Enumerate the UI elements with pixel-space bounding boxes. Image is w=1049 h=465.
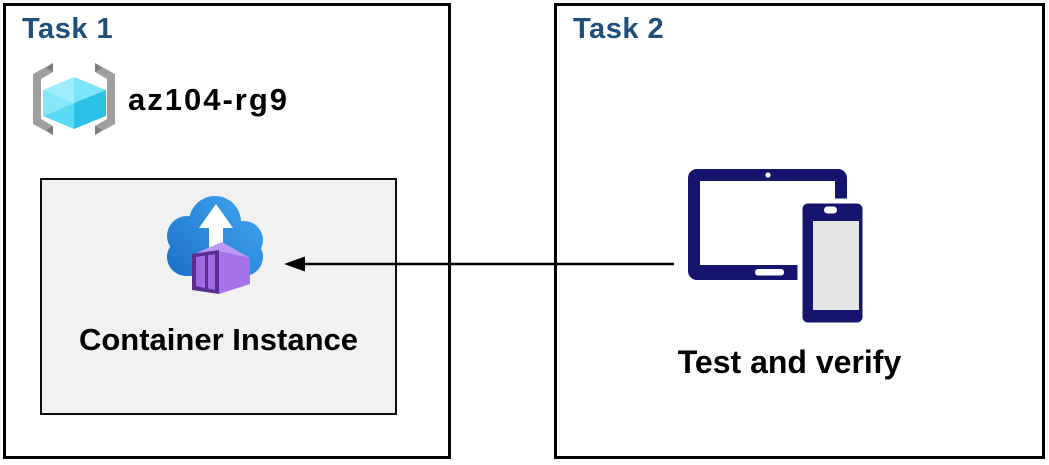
resource-group-cube — [43, 77, 106, 129]
task2-box: Task 2 Test and verify — [554, 3, 1045, 459]
phone-icon — [797, 198, 868, 328]
container-instance-icon — [167, 196, 263, 294]
task2-title: Task 2 — [573, 13, 665, 45]
container-instance-label: Container Instance — [78, 322, 359, 357]
resource-group-name: az104-rg9 — [128, 82, 290, 117]
task1-box: Task 1 az104-rg9 — [3, 3, 451, 459]
test-verify-label: Test and verify — [677, 344, 902, 380]
task1-title: Task 1 — [22, 13, 114, 45]
container-instance-box: Container Instance — [40, 178, 397, 415]
resource-group-icon — [33, 63, 115, 135]
container-box-shape — [192, 242, 250, 294]
devices-icon — [688, 169, 868, 328]
resource-group-brackets — [33, 63, 115, 135]
